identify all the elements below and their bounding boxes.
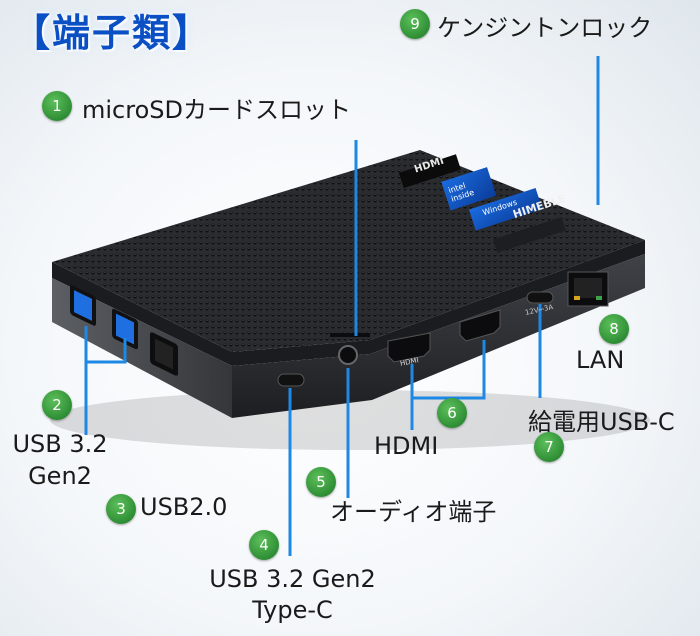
intel-badge — [441, 167, 497, 211]
lan-port — [567, 271, 609, 307]
windows-badge — [468, 188, 543, 231]
callout-badge-3: 3 — [106, 494, 136, 524]
usb-2-0-port — [150, 332, 178, 376]
hdmi-top-logo — [398, 154, 461, 189]
device-top-mesh — [52, 150, 645, 352]
usb-3-2-gen2-ports — [70, 285, 138, 350]
callout-badge-5: 5 — [306, 467, 336, 497]
callout-label-microsd: microSDカードスロット — [82, 96, 351, 124]
callout-label-usbc-line2: Type-C — [252, 596, 333, 624]
callout-label-lan: LAN — [576, 346, 625, 374]
callout-label-hdmi: HDMI — [374, 432, 439, 460]
callout-label-audio: オーディオ端子 — [330, 498, 497, 526]
callout-badge-1: 1 — [42, 91, 72, 121]
callout-badge-2: 2 — [42, 390, 72, 420]
callout-label-usb32-line2: Gen2 — [28, 462, 92, 490]
callout-badge-8: 8 — [599, 314, 629, 344]
callout-label-power-usbc: 給電用USB-C — [528, 408, 675, 436]
microsd-slot — [330, 333, 370, 337]
callout-label-usb20: USB2.0 — [140, 493, 228, 521]
callout-badge-6: 6 — [437, 398, 467, 428]
hdmi-port-2 — [459, 309, 501, 342]
callout-badge-9: 9 — [400, 9, 430, 39]
callout-label-kensington: ケンジントンロック — [437, 14, 653, 42]
device-left-side — [52, 278, 232, 418]
usb-c-port — [277, 373, 305, 387]
leader-usb32 — [84, 326, 127, 364]
hdmi-port-1 — [387, 332, 431, 363]
callout-badge-4: 4 — [249, 530, 279, 560]
usb-c-power-port — [526, 291, 554, 304]
page-title: 【端子類】 — [12, 11, 213, 55]
callout-label-usbc-line1: USB 3.2 Gen2 — [209, 565, 376, 593]
callout-badge-7: 7 — [534, 432, 564, 462]
callout-label-usb32-line1: USB 3.2 — [12, 430, 108, 458]
audio-jack — [338, 345, 358, 365]
